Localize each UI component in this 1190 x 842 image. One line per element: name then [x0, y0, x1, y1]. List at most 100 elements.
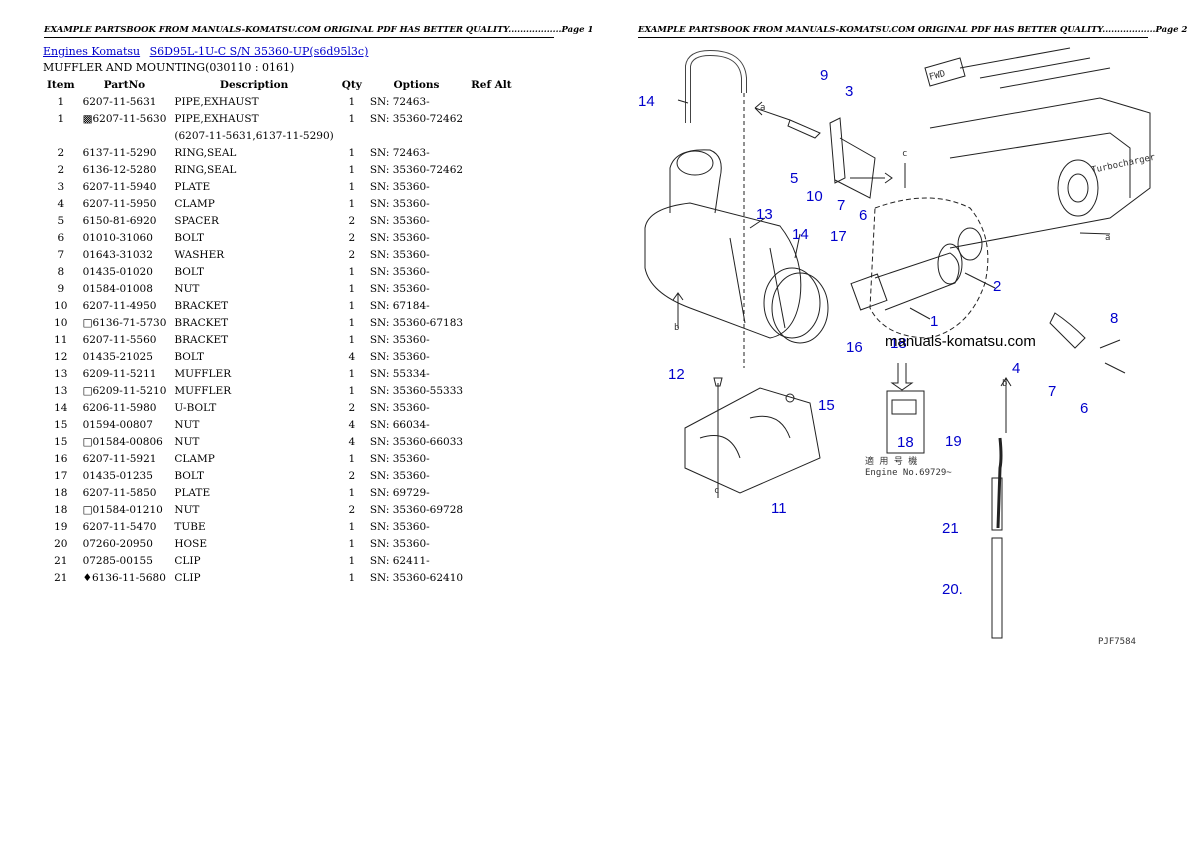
letter-b-left: b [674, 323, 679, 333]
cell-options: SN: 35360- [369, 180, 430, 193]
cell-options: SN: 35360- [369, 197, 430, 210]
cell-ref-alt [467, 399, 516, 416]
cell-description: (6207-11-5631,6137-11-5290) [174, 129, 334, 142]
cell-description: NUT [174, 418, 200, 431]
cell-description: RING,SEAL [174, 146, 237, 159]
cell-description: CLAMP [174, 452, 215, 465]
cell-options: SN: 35360- [369, 265, 430, 278]
callout-20: 20. [942, 581, 963, 598]
cell-options: SN: 35360- [369, 248, 430, 261]
cell-ref-alt [467, 382, 516, 399]
cell-ref-alt [467, 263, 516, 280]
cell-item: 3 [57, 180, 65, 193]
cell-partno: 6207-11-5921 [82, 452, 157, 465]
cell-qty: 4 [348, 350, 356, 363]
cell-item: 18 [54, 486, 68, 499]
cell-partno: 01010-31060 [82, 231, 153, 244]
cell-description: SPACER [174, 214, 219, 227]
breadcrumb-link-model[interactable]: S6D95L-1U-C S/N 35360-UP(s6d95l3c) [149, 45, 369, 58]
letter-c-top: c [902, 149, 907, 159]
cell-qty: 2 [348, 401, 356, 414]
col-header-partno: PartNo [103, 78, 146, 91]
section-title: MUFFLER AND MOUNTING(030110 : 0161) [43, 61, 295, 74]
callout-12: 12 [668, 366, 685, 383]
cell-options: SN: 72463- [369, 146, 430, 159]
table-header-row: Item PartNo Description Qty Options Ref … [43, 76, 516, 93]
cell-description: CLIP [174, 554, 201, 567]
cell-description: U-BOLT [174, 401, 217, 414]
breadcrumb-link-engines[interactable]: Engines Komatsu [43, 45, 141, 58]
cell-ref-alt [467, 178, 516, 195]
callout-1: 1 [930, 313, 938, 330]
cell-qty: 1 [348, 520, 356, 533]
cell-ref-alt [467, 484, 516, 501]
watermark-text: manuals-komatsu.com [885, 333, 1036, 350]
breadcrumb: Engines Komatsu S6D95L-1U-C S/N 35360-UP… [43, 45, 374, 58]
cell-qty [338, 127, 366, 144]
cell-partno: 01435-01235 [82, 469, 153, 482]
cell-description: PLATE [174, 486, 211, 499]
cell-ref-alt [467, 416, 516, 433]
letter-a-right: a [1105, 233, 1110, 243]
cell-options: SN: 35360-67183 [369, 316, 464, 329]
cell-partno: 6207-11-5631 [82, 95, 157, 108]
cell-ref-alt [467, 331, 516, 348]
cell-description: NUT [174, 435, 200, 448]
cell-options [366, 127, 467, 144]
cell-partno: 01643-31032 [82, 248, 153, 261]
cell-description: BOLT [174, 350, 205, 363]
cell-ref-alt [467, 212, 516, 229]
callout-6-top: 6 [859, 207, 867, 224]
cell-item: 4 [57, 197, 65, 210]
cell-description: PIPE,EXHAUST [174, 95, 259, 108]
cell-qty: 1 [348, 163, 356, 176]
cell-qty: 1 [348, 554, 356, 567]
callout-5: 5 [790, 170, 798, 187]
cell-description: PLATE [174, 180, 211, 193]
cell-description: TUBE [174, 520, 206, 533]
cell-qty: 1 [348, 265, 356, 278]
cell-qty: 1 [348, 112, 356, 125]
cell-partno: 6207-11-5940 [82, 180, 157, 193]
cell-ref-alt [467, 433, 516, 450]
cell-ref-alt [467, 314, 516, 331]
cell-partno: 6207-11-5470 [82, 520, 157, 533]
cell-ref-alt [467, 93, 516, 110]
cell-description: CLIP [174, 571, 201, 584]
cell-options: SN: 66034- [369, 418, 430, 431]
cell-qty: 4 [348, 418, 356, 431]
callout-13: 13 [756, 206, 773, 223]
cell-options: SN: 55334- [369, 367, 430, 380]
cell-item: 18 [54, 503, 68, 516]
cell-ref-alt [467, 195, 516, 212]
cell-partno: 6209-11-5211 [82, 367, 157, 380]
cell-qty: 4 [348, 435, 356, 448]
cell-qty: 1 [348, 333, 356, 346]
cell-item: 14 [54, 401, 68, 414]
cell-qty: 1 [348, 95, 356, 108]
cell-qty: 1 [348, 384, 356, 397]
callout-18-top: 18 [890, 335, 907, 352]
cell-ref-alt [467, 467, 516, 484]
cell-description: NUT [174, 503, 200, 516]
cell-item: 20 [54, 537, 68, 550]
callout-4: 4 [1012, 360, 1020, 377]
callout-9: 9 [820, 67, 828, 84]
cell-item: 13 [54, 384, 68, 397]
col-header-description: Description [219, 78, 289, 91]
letter-a-top: a [760, 103, 765, 113]
page-code: PJF7584 [1098, 637, 1136, 647]
cell-partno: 07285-00155 [82, 554, 153, 567]
cell-partno: 6206-11-5980 [82, 401, 157, 414]
cell-ref-alt [467, 127, 516, 144]
page-1-header: EXAMPLE PARTSBOOK FROM MANUALS-KOMATSU.C… [44, 25, 593, 38]
cell-item: 17 [54, 469, 68, 482]
cell-ref-alt [467, 552, 516, 569]
